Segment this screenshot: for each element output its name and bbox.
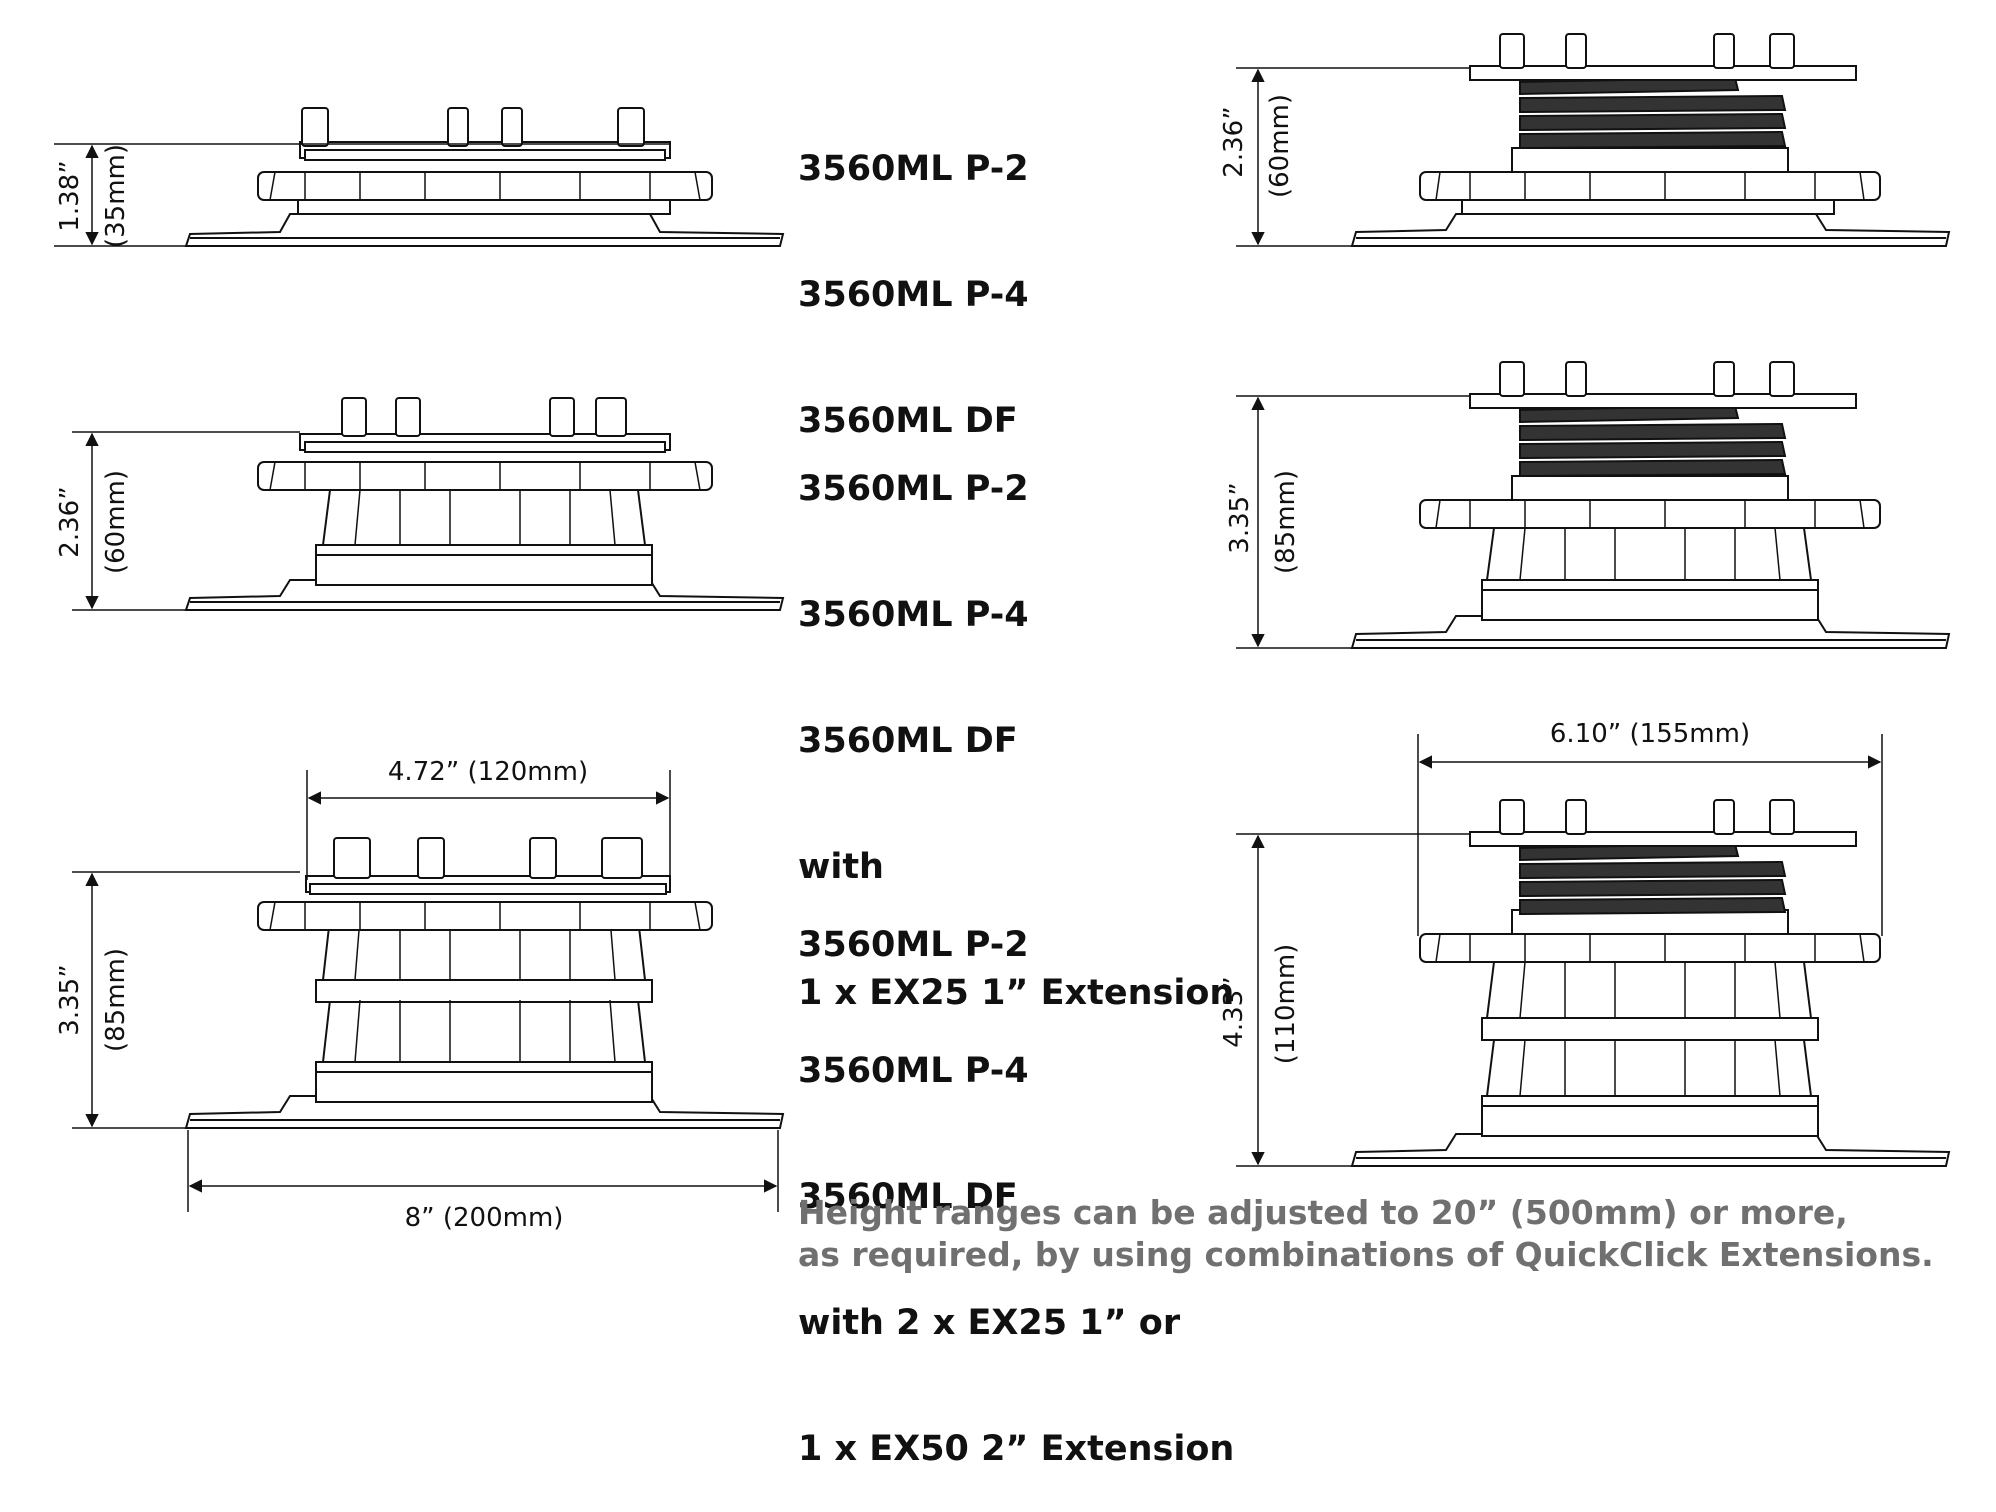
product-label-1: 3560ML P-2 3560ML P-4 3560ML DF <box>798 64 1029 484</box>
dim-left-1-inches: 1.38” <box>55 160 85 231</box>
product-label-line: 3560ML P-4 <box>798 595 1029 635</box>
pedestal-left-1 <box>184 107 785 247</box>
product-label-line: 3560ML P-4 <box>798 1051 1029 1091</box>
dim-right-1-inches: 2.36” <box>1219 106 1249 177</box>
dim-left-3-inches: 3.35” <box>55 964 85 1035</box>
dim-right-3-inches: 4.33” <box>1219 976 1249 1047</box>
pedestal-right-1 <box>1350 33 1951 247</box>
dim-head-width-small: 4.72” (120mm) <box>388 757 588 787</box>
dim-left-1-mm: (35mm) <box>101 144 131 248</box>
product-label-line: 1 x EX25 1” Extension <box>798 973 1235 1013</box>
pedestal-left-3 <box>184 837 785 1129</box>
product-label-2: 3560ML P-2 3560ML P-4 3560ML DF with 1 x… <box>798 384 1234 1056</box>
product-label-line: 3560ML P-2 <box>798 149 1029 189</box>
dim-head-width-large: 6.10” (155mm) <box>1550 719 1750 749</box>
product-label-line: 3560ML P-4 <box>798 275 1029 315</box>
product-label-line: with 2 x EX25 1” or <box>798 1303 1181 1343</box>
pedestal-right-3 <box>1350 799 1951 1167</box>
pedestal-right-2 <box>1350 361 1951 649</box>
product-label-3: 3560ML P-2 3560ML P-4 3560ML DF with 2 x… <box>798 840 1234 1512</box>
dim-left-2-inches: 2.36” <box>55 486 85 557</box>
dim-base-width: 8” (200mm) <box>405 1203 564 1233</box>
product-label-line: 3560ML DF <box>798 401 1018 441</box>
dim-left-3-mm: (85mm) <box>101 948 131 1052</box>
dim-right-3-mm: (110mm) <box>1271 944 1301 1065</box>
footnote: Height ranges can be adjusted to 20” (50… <box>798 1192 1934 1276</box>
pedestal-left-2 <box>184 397 785 611</box>
dim-right-2-inches: 3.35” <box>1225 482 1255 553</box>
product-label-line: with <box>798 847 884 887</box>
footnote-line-2: as required, by using combinations of Qu… <box>798 1235 1934 1274</box>
dim-right-1-mm: (60mm) <box>1265 94 1295 198</box>
dim-right-2-mm: (85mm) <box>1271 470 1301 574</box>
product-label-line: 3560ML DF <box>798 1177 1018 1217</box>
pedestal-diagram: 1.38” (35mm) 2.36” (60mm) 3.35” (85mm) 4… <box>54 33 1951 1233</box>
product-label-line: 3560ML DF <box>798 721 1018 761</box>
product-label-line: 3560ML P-2 <box>798 469 1029 509</box>
product-label-line: 3560ML P-2 <box>798 925 1029 965</box>
dim-left-2-mm: (60mm) <box>101 470 131 574</box>
footnote-line-1: Height ranges can be adjusted to 20” (50… <box>798 1193 1848 1232</box>
product-label-line: 1 x EX50 2” Extension <box>798 1429 1235 1469</box>
